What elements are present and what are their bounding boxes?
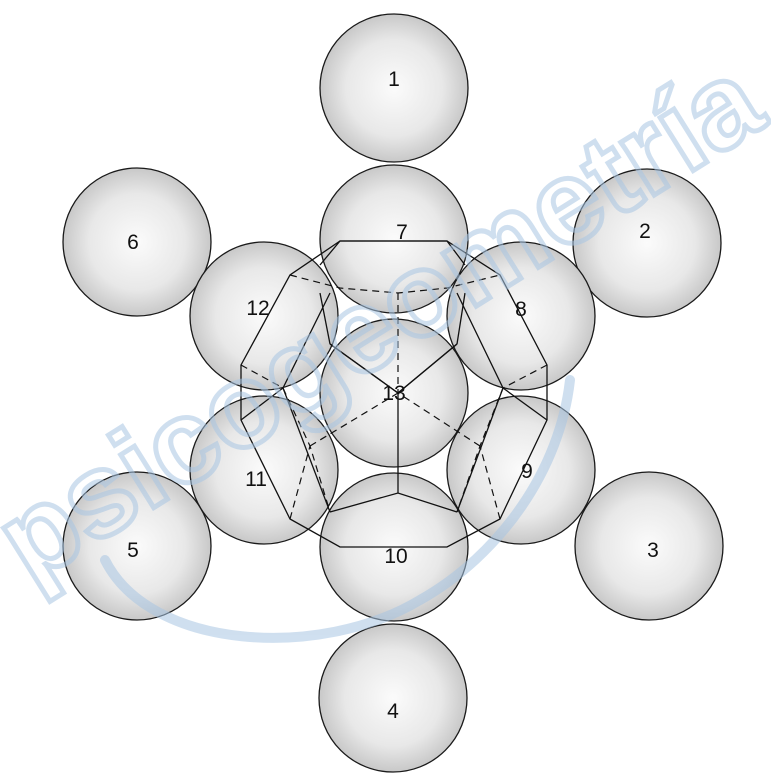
- center-spoke-right: [397, 343, 458, 394]
- dodecahedron-hidden-edges: [240, 274, 548, 520]
- center-edge-top-left: [319, 292, 331, 345]
- sphere-label-8: 8: [515, 298, 527, 321]
- sphere-label-3: 3: [647, 539, 659, 562]
- sphere-3: [574, 471, 724, 621]
- sphere-label-2: 2: [639, 220, 651, 243]
- sphere-1: [319, 13, 469, 163]
- sphere-label-6: 6: [127, 231, 139, 254]
- hidden-left-face: [240, 364, 331, 513]
- sphere-label-1: 1: [388, 68, 400, 91]
- sphere-label-12: 12: [246, 297, 269, 320]
- hidden-bottom-left: [289, 445, 311, 520]
- outer-spheres: [62, 13, 724, 773]
- center-spoke-left: [329, 343, 399, 394]
- sphere-5: [62, 471, 212, 621]
- watermark-swoosh: [100, 375, 575, 643]
- sphere-label-7: 7: [396, 221, 408, 244]
- hidden-lower-left: [309, 392, 399, 447]
- sphere-label-5: 5: [127, 539, 139, 562]
- sphere-2: [572, 168, 722, 318]
- center-edge-top-right: [456, 292, 466, 345]
- sphere-label-11: 11: [245, 468, 267, 491]
- sphere-labels: 1 2 3 4 5 6 7 8 9 10 11 12 13: [127, 68, 659, 723]
- sphere-7: [319, 164, 469, 314]
- hidden-right-face: [456, 364, 548, 513]
- hidden-lower-right: [397, 392, 481, 447]
- sphere-4: [318, 623, 468, 773]
- sphere-label-10: 10: [384, 545, 407, 568]
- sphere-13: [319, 318, 469, 468]
- sphere-11: [189, 395, 339, 545]
- sphere-label-13: 13: [382, 382, 405, 405]
- lower-left-face: [282, 387, 331, 513]
- top-face-edge: [319, 240, 466, 266]
- hidden-bottom-right: [479, 445, 501, 520]
- sphere-label-4: 4: [387, 700, 399, 723]
- sphere-6: [62, 167, 212, 317]
- sphere-label-9: 9: [521, 460, 533, 483]
